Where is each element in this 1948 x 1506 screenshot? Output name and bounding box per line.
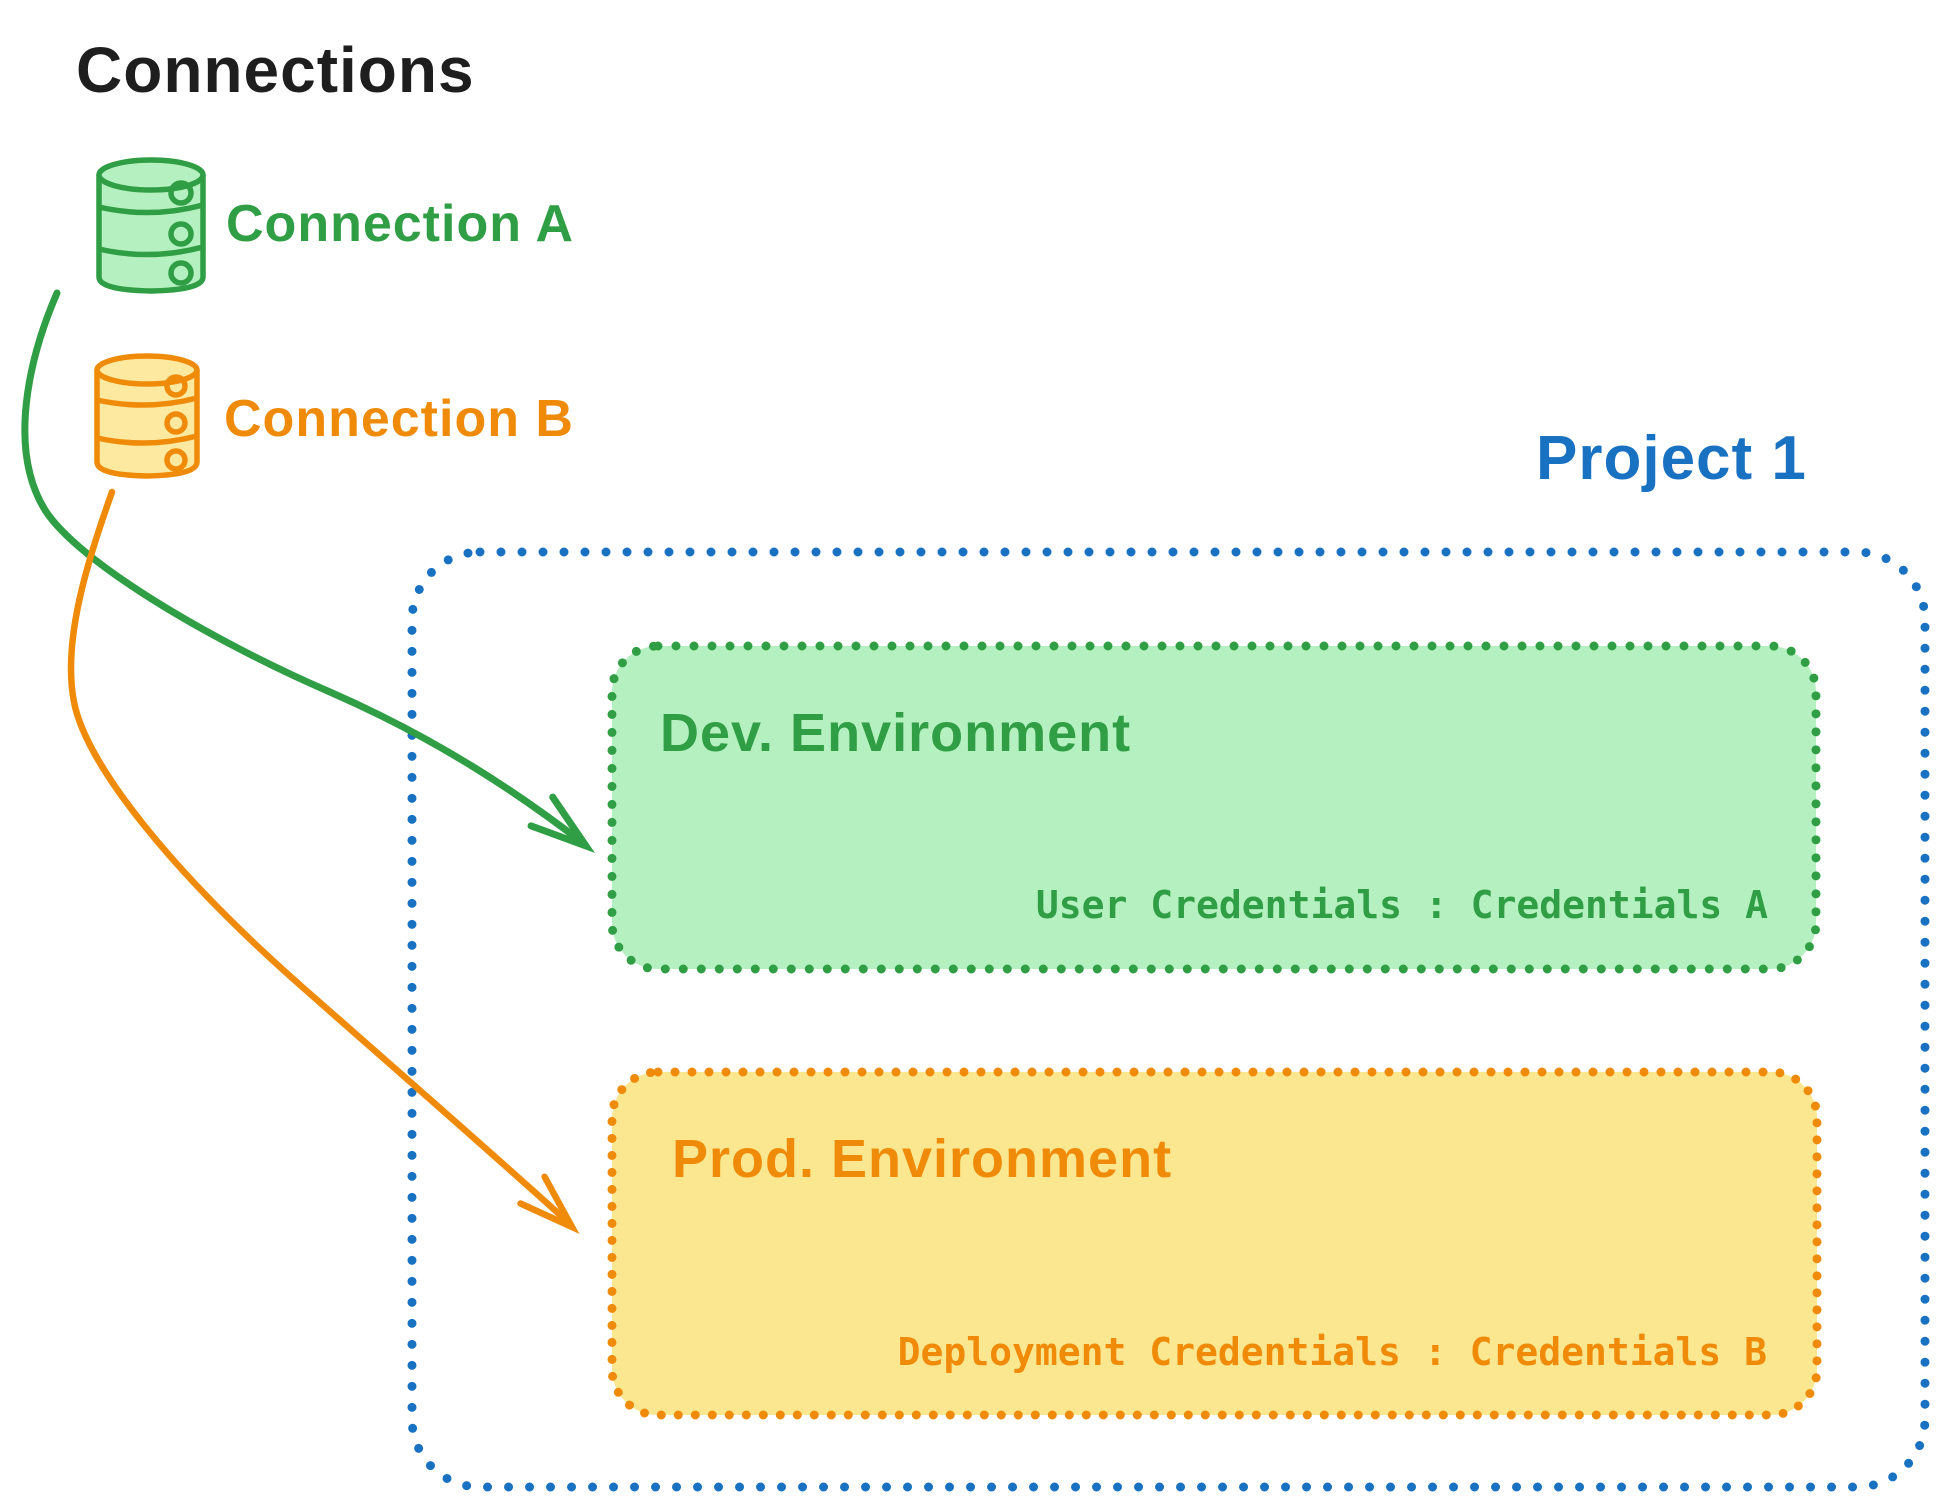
project-title: Project 1 <box>1536 424 1807 493</box>
arrow-line <box>67 488 573 1227</box>
database-light <box>164 411 188 435</box>
database-divider <box>96 433 198 446</box>
database-icon-connection-b <box>94 353 200 479</box>
dev-environment-title: Dev. Environment <box>660 703 1132 763</box>
database-divider <box>96 395 198 408</box>
arrow-head <box>517 1173 580 1235</box>
arrow-line <box>21 289 587 847</box>
database-light <box>168 221 194 247</box>
dev-environment-box <box>607 641 1821 974</box>
database-divider <box>98 244 204 258</box>
connection-b-label: Connection B <box>224 390 574 448</box>
arrow-connection-a-to-dev <box>21 289 596 854</box>
connection-a-label: Connection A <box>226 195 575 253</box>
project-container-box <box>407 547 1930 1492</box>
database-light <box>164 374 188 398</box>
arrow-head <box>527 793 596 854</box>
prod-environment-title: Prod. Environment <box>672 1129 1173 1189</box>
diagram-title: Connections <box>76 34 475 106</box>
prod-environment-credentials: Deployment Credentials : Credentials B <box>897 1330 1767 1374</box>
database-divider <box>98 202 204 216</box>
dev-environment-credentials: User Credentials : Credentials A <box>1035 883 1768 927</box>
database-icon-connection-a <box>96 157 206 294</box>
database-light <box>168 260 194 286</box>
database-light <box>168 180 194 206</box>
arrow-connection-b-to-prod <box>67 488 580 1235</box>
prod-environment-box <box>607 1067 1822 1420</box>
database-light <box>164 448 188 472</box>
